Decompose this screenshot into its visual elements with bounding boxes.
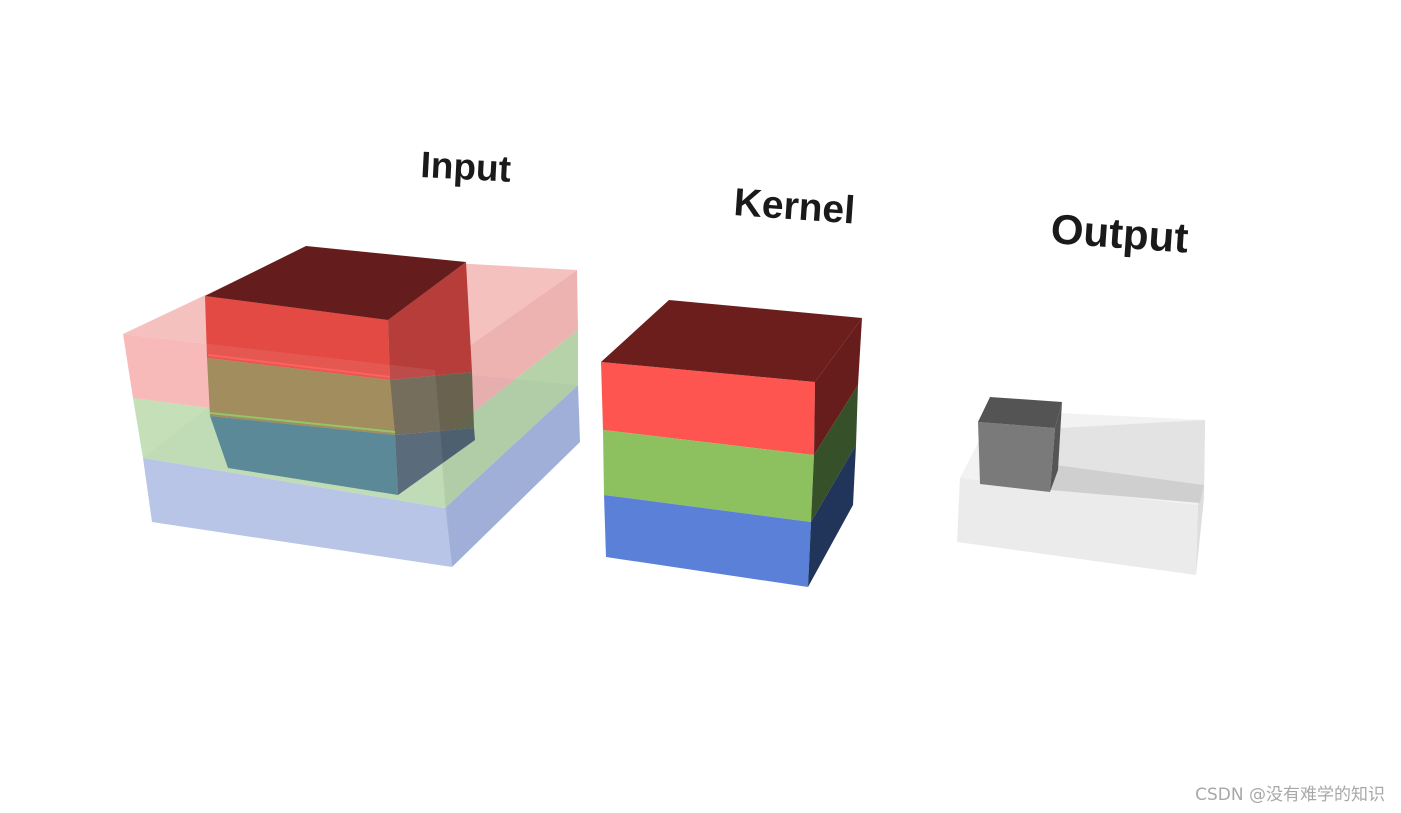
- kernel-label: Kernel: [732, 181, 856, 232]
- kernel-layer-green: [603, 430, 814, 522]
- kernel-layer-red: [601, 362, 815, 455]
- output-cell-highlight: [978, 397, 1062, 492]
- input-volume: [123, 246, 580, 567]
- watermark: CSDN @没有难学的知识: [1195, 785, 1385, 805]
- output-label: Output: [1049, 205, 1190, 261]
- input-kernel-window: [205, 246, 475, 495]
- output-volume: [957, 397, 1205, 575]
- input-label: Input: [420, 144, 512, 190]
- kernel-layer-blue: [604, 495, 811, 587]
- kernel-volume: [601, 300, 862, 587]
